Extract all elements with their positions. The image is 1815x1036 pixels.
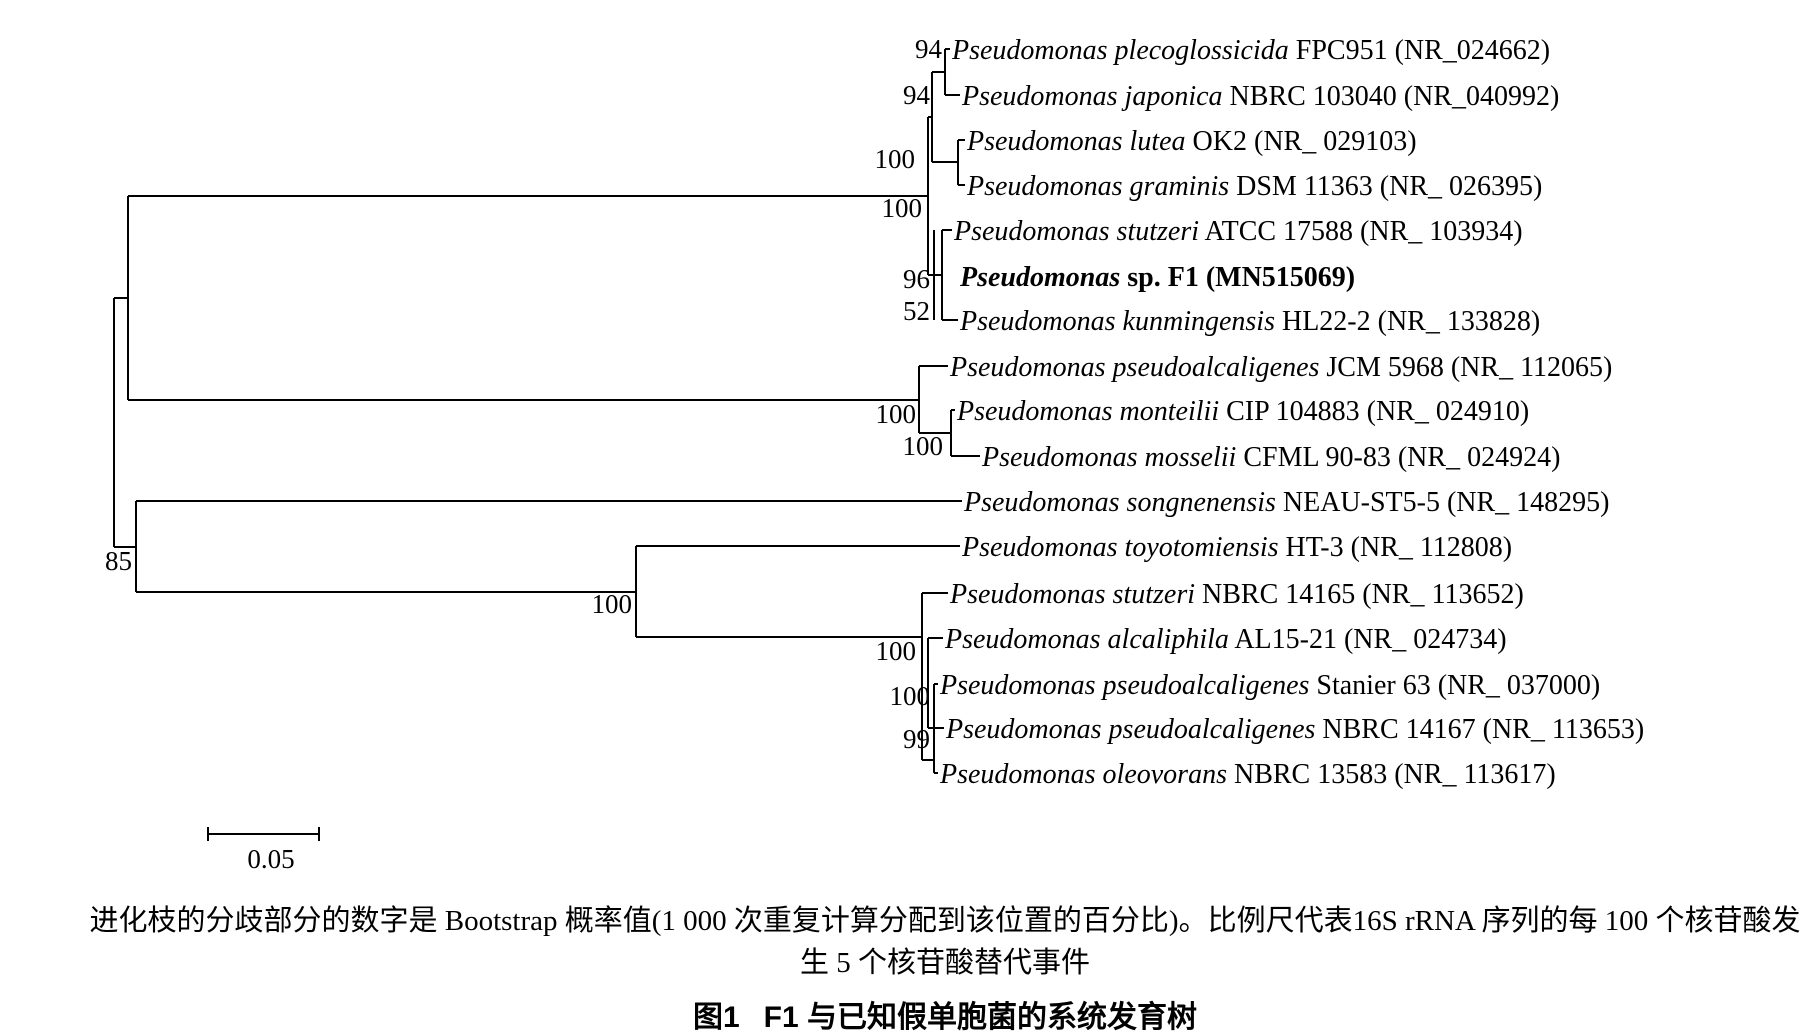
taxon-epithet: pseudoalcaligenes	[1096, 670, 1310, 701]
bootstrap-value-1: 94	[903, 80, 931, 110]
bootstrap-value-8: 85	[105, 546, 132, 576]
taxon-strain: NEAU-ST5-5 (NR_ 148295)	[1276, 487, 1610, 518]
taxon-genus: Pseudomonas	[963, 487, 1120, 518]
taxon-label-16: Pseudomonas oleovorans NBRC 13583 (NR_ 1…	[939, 759, 1556, 790]
taxon-genus: Pseudomonas	[953, 216, 1110, 247]
taxon-genus: Pseudomonas	[944, 624, 1101, 655]
bootstrap-value-9: 100	[592, 589, 633, 619]
taxon-label-2: Pseudomonas lutea OK2 (NR_ 029103)	[966, 126, 1417, 157]
taxon-strain: JCM 5968 (NR_ 112065)	[1319, 352, 1612, 383]
taxon-label-7: Pseudomonas pseudoalcaligenes JCM 5968 (…	[949, 352, 1612, 383]
tree-canvas: Pseudomonas plecoglossicida FPC951 (NR_0…	[105, 34, 1644, 874]
taxon-label-1: Pseudomonas japonica NBRC 103040 (NR_040…	[961, 81, 1559, 112]
taxon-label-0: Pseudomonas plecoglossicida FPC951 (NR_0…	[951, 35, 1550, 66]
taxon-epithet: pseudoalcaligenes	[1102, 714, 1316, 745]
figure-number: 图1	[692, 1001, 740, 1034]
taxon-strain: CIP 104883 (NR_ 024910)	[1219, 396, 1529, 427]
taxon-epithet: pseudoalcaligenes	[1106, 352, 1320, 383]
taxon-genus: Pseudomonas	[939, 670, 1096, 701]
taxon-strain: NBRC 103040 (NR_040992)	[1223, 81, 1560, 112]
taxon-epithet: monteilii	[1113, 396, 1220, 427]
taxon-label-6: Pseudomonas kunmingensis HL22-2 (NR_ 133…	[959, 306, 1540, 337]
taxon-strain: HT-3 (NR_ 112808)	[1279, 532, 1513, 563]
taxon-genus: Pseudomonas	[981, 442, 1138, 473]
taxon-epithet: japonica	[1118, 81, 1223, 112]
taxon-genus: Pseudomonas	[966, 126, 1123, 157]
taxon-genus: Pseudomonas	[959, 306, 1116, 337]
taxon-label-14: Pseudomonas pseudoalcaligenes Stanier 63…	[939, 670, 1600, 701]
taxon-genus: Pseudomonas	[951, 35, 1108, 66]
bootstrap-value-10: 100	[876, 636, 917, 666]
taxon-strain: FPC951 (NR_024662)	[1289, 35, 1550, 66]
bootstrap-value-7: 100	[903, 431, 944, 461]
taxon-genus: Pseudomonas	[949, 352, 1106, 383]
figure-note: 进化枝的分歧部分的数字是 Bootstrap 概率值(1 000 次重复计算分配…	[89, 905, 1801, 979]
bootstrap-value-3: 100	[882, 193, 923, 223]
bootstrap-value-6: 100	[876, 399, 917, 429]
taxon-epithet: stutzeri	[1106, 579, 1195, 610]
bootstrap-value-12: 99	[903, 724, 930, 754]
taxon-strain: AL15-21 (NR_ 024734)	[1229, 624, 1507, 655]
bootstrap-value-2: 100	[875, 144, 916, 174]
taxon-label-12: Pseudomonas stutzeri NBRC 14165 (NR_ 113…	[949, 579, 1524, 610]
bootstrap-value-5: 52	[903, 296, 930, 326]
taxon-genus: Pseudomonas	[949, 579, 1106, 610]
figure-caption: 图1 F1 与已知假单胞菌的系统发育树	[80, 992, 1810, 1036]
taxon-strain: NBRC 14165 (NR_ 113652)	[1195, 579, 1524, 610]
taxon-epithet: mosselii	[1138, 442, 1237, 473]
bootstrap-value-11: 100	[890, 681, 931, 711]
taxon-label-13: Pseudomonas alcaliphila AL15-21 (NR_ 024…	[944, 624, 1507, 655]
taxon-epithet: kunmingensis	[1116, 306, 1276, 337]
taxon-label-4: Pseudomonas stutzeri ATCC 17588 (NR_ 103…	[953, 216, 1523, 247]
figure-title: F1 与已知假单胞菌的系统发育树	[763, 1001, 1198, 1034]
taxon-label-5: Pseudomonas sp. F1 (MN515069)	[959, 262, 1355, 293]
taxon-strain: HL22-2 (NR_ 133828)	[1275, 306, 1540, 337]
taxon-epithet: songnenensis	[1120, 487, 1276, 518]
taxon-epithet: oleovorans	[1096, 759, 1228, 790]
taxon-label-11: Pseudomonas toyotomiensis HT-3 (NR_ 1128…	[961, 532, 1512, 563]
taxon-epithet: toyotomiensis	[1118, 532, 1279, 563]
taxon-epithet: lutea	[1123, 126, 1186, 157]
bootstrap-value-0: 94	[915, 34, 943, 64]
taxon-strain: sp. F1 (MN515069)	[1120, 262, 1355, 293]
taxon-label-9: Pseudomonas mosselii CFML 90-83 (NR_ 024…	[981, 442, 1560, 473]
taxon-genus: Pseudomonas	[959, 262, 1120, 293]
taxon-epithet: graminis	[1123, 171, 1230, 202]
taxon-genus: Pseudomonas	[966, 171, 1123, 202]
taxon-epithet: plecoglossicida	[1108, 35, 1289, 66]
taxon-label-8: Pseudomonas monteilii CIP 104883 (NR_ 02…	[956, 396, 1529, 427]
taxon-genus: Pseudomonas	[961, 532, 1118, 563]
taxon-genus: Pseudomonas	[939, 759, 1096, 790]
taxon-genus: Pseudomonas	[961, 81, 1118, 112]
taxon-strain: NBRC 14167 (NR_ 113653)	[1315, 714, 1644, 745]
taxon-strain: OK2 (NR_ 029103)	[1186, 126, 1417, 157]
taxon-strain: Stanier 63 (NR_ 037000)	[1309, 670, 1600, 701]
taxon-epithet: stutzeri	[1110, 216, 1199, 247]
taxon-label-3: Pseudomonas graminis DSM 11363 (NR_ 0263…	[966, 171, 1542, 202]
taxon-strain: NBRC 13583 (NR_ 113617)	[1227, 759, 1556, 790]
taxon-strain: CFML 90-83 (NR_ 024924)	[1236, 442, 1560, 473]
taxon-strain: ATCC 17588 (NR_ 103934)	[1199, 216, 1523, 247]
taxon-genus: Pseudomonas	[956, 396, 1113, 427]
taxon-label-10: Pseudomonas songnenensis NEAU-ST5-5 (NR_…	[963, 487, 1610, 518]
taxon-label-15: Pseudomonas pseudoalcaligenes NBRC 14167…	[945, 714, 1644, 745]
scale-bar-label: 0.05	[247, 844, 294, 874]
taxon-genus: Pseudomonas	[945, 714, 1102, 745]
taxon-epithet: alcaliphila	[1101, 624, 1229, 655]
bootstrap-value-4: 96	[903, 264, 930, 294]
taxon-strain: DSM 11363 (NR_ 026395)	[1229, 171, 1542, 202]
